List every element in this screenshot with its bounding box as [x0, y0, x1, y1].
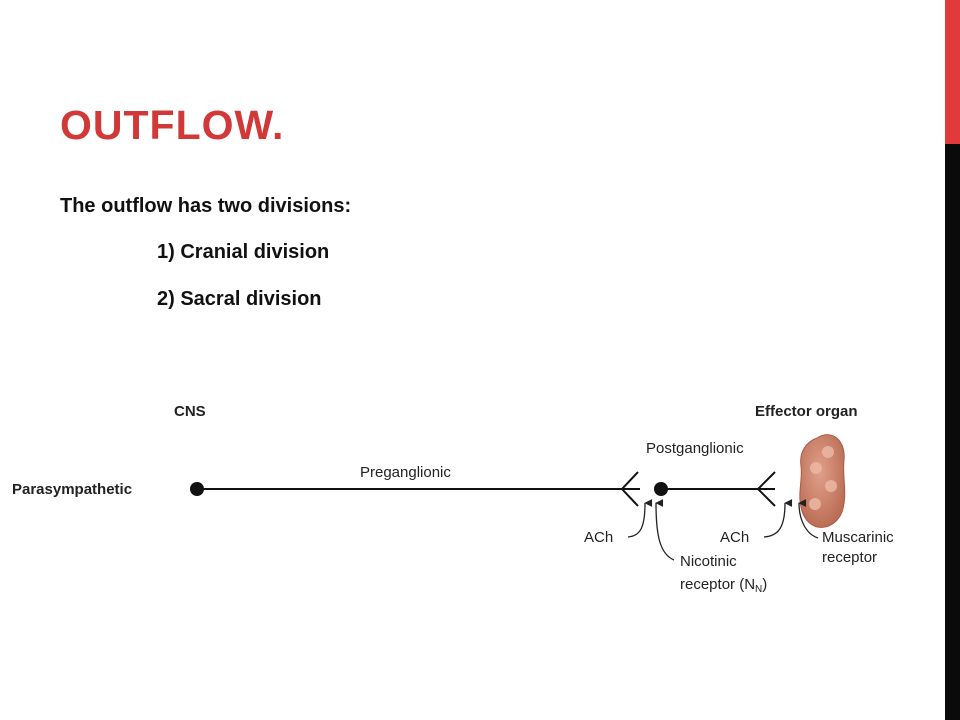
- intro-text: The outflow has two divisions:: [60, 195, 352, 217]
- muscarinic-arrow: [798, 499, 819, 539]
- effector-organ-label: Effector organ: [755, 403, 858, 420]
- ach-arrow-2: [763, 499, 793, 538]
- cns-label: CNS: [174, 403, 206, 420]
- list-item-cranial: 1) Cranial division: [157, 241, 330, 263]
- ach-label-2: ACh: [720, 529, 749, 546]
- effector-organ: [799, 434, 846, 528]
- postganglionic-terminal: [756, 471, 776, 507]
- nicotinic-arrow: [655, 499, 675, 561]
- side-bar: [945, 144, 960, 720]
- parasympathetic-label: Parasympathetic: [12, 481, 132, 498]
- parasympathetic-diagram: CNS Effector organ Parasympathetic Prega…: [12, 403, 894, 595]
- postganglionic-label: Postganglionic: [646, 440, 744, 457]
- nicotinic-label-line1: Nicotinic: [680, 553, 737, 570]
- page-title: OUTFLOW.: [60, 102, 285, 148]
- accent-bar: [945, 0, 960, 144]
- nicotinic-label-line2: receptor (NN): [680, 576, 767, 595]
- preganglionic-terminal: [620, 471, 639, 507]
- ach-arrow-1: [627, 499, 653, 538]
- ach-label-1: ACh: [584, 529, 613, 546]
- preganglionic-label: Preganglionic: [360, 464, 451, 481]
- list-item-sacral: 2) Sacral division: [157, 288, 322, 310]
- muscarinic-label-line2: receptor: [822, 549, 877, 566]
- muscarinic-label-line1: Muscarinic: [822, 529, 894, 546]
